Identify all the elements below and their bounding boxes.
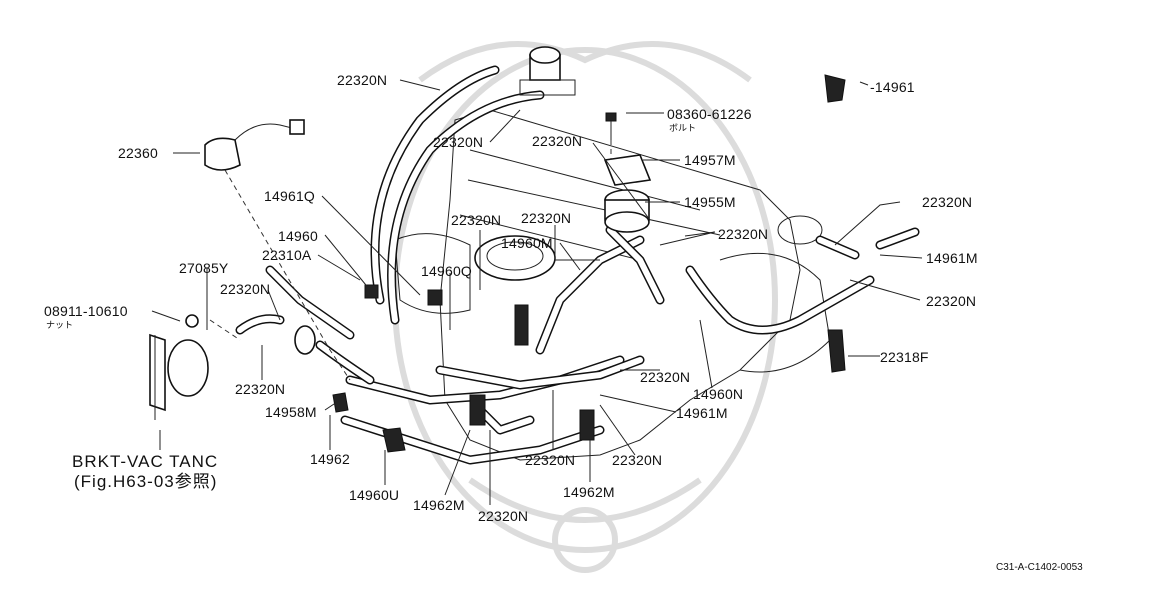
engine-block (394, 109, 831, 461)
label-connector-22360: 22360 (118, 145, 158, 161)
label-hose-22320n-bottom-right: 22320N (612, 452, 663, 468)
label-clip-14960u: 14960U (349, 487, 400, 503)
label-hose-22320n-bottom-mid: 22320N (525, 452, 576, 468)
label-clip-14962m-left: 14962M (413, 497, 465, 513)
label-clip-14961: -14961 (870, 79, 915, 95)
label-clip-14958m: 14958M (265, 404, 317, 420)
label-tank-27085y: 27085Y (179, 260, 229, 276)
label-clip-14961m-low: 14961M (676, 405, 728, 421)
label-hose-22320n-mid-b: 22320N (521, 210, 572, 226)
label-hose-22320n-upper: 22320N (433, 134, 484, 150)
label-clip-14962m-right: 14962M (563, 484, 615, 500)
label-hose-22320n-left: 22320N (220, 281, 271, 297)
label-clip-14960m: 14960M (501, 235, 553, 251)
label-clip-14962: 14962 (310, 451, 350, 467)
label-clip-14960n: 14960N (693, 386, 744, 402)
label-hose-22320n-top: 22320N (337, 72, 388, 88)
label-hose-22320n-low-center: 22320N (640, 369, 691, 385)
label-tube-22310a: 22310A (262, 247, 312, 263)
label-bolt-sub: ボルト (669, 123, 697, 133)
label-hose-22320n-center: 22320N (532, 133, 583, 149)
label-clip-14961q: 14961Q (264, 188, 316, 204)
label-hose-22320n-far-right: 22320N (922, 194, 973, 210)
label-hose-22320n-right-low: 22320N (926, 293, 977, 309)
leader-lines (151, 79, 923, 505)
note-line-1: BRKT-VAC TANC (72, 452, 219, 471)
label-bracket-14957m: 14957M (684, 152, 736, 168)
label-bolt-part: 08360-61226 (667, 106, 752, 122)
guide-lines (209, 140, 612, 381)
label-nut-part: 08911-10610 (44, 303, 128, 319)
label-hose-22320n-left-low: 22320N (235, 381, 286, 397)
diagram-code: C31-A-C1402-0053 (996, 562, 1083, 573)
label-clip-14961m: 14961M (926, 250, 978, 266)
label-nut-sub: ナット (46, 320, 74, 330)
label-clip-14960: 14960 (278, 228, 318, 244)
note-line-2: (Fig.H63-03参照) (74, 472, 218, 491)
label-valve-14955m: 14955M (684, 194, 736, 210)
label-hose-22320n-right: 22320N (718, 226, 769, 242)
label-clip-22318f: 22318F (880, 349, 929, 365)
label-clip-14960q: 14960Q (421, 263, 473, 279)
components (149, 46, 846, 453)
vacuum-hoses (235, 65, 920, 465)
label-hose-22320n-bottom: 22320N (478, 508, 529, 524)
label-hose-22320n-mid-a: 22320N (451, 212, 502, 228)
